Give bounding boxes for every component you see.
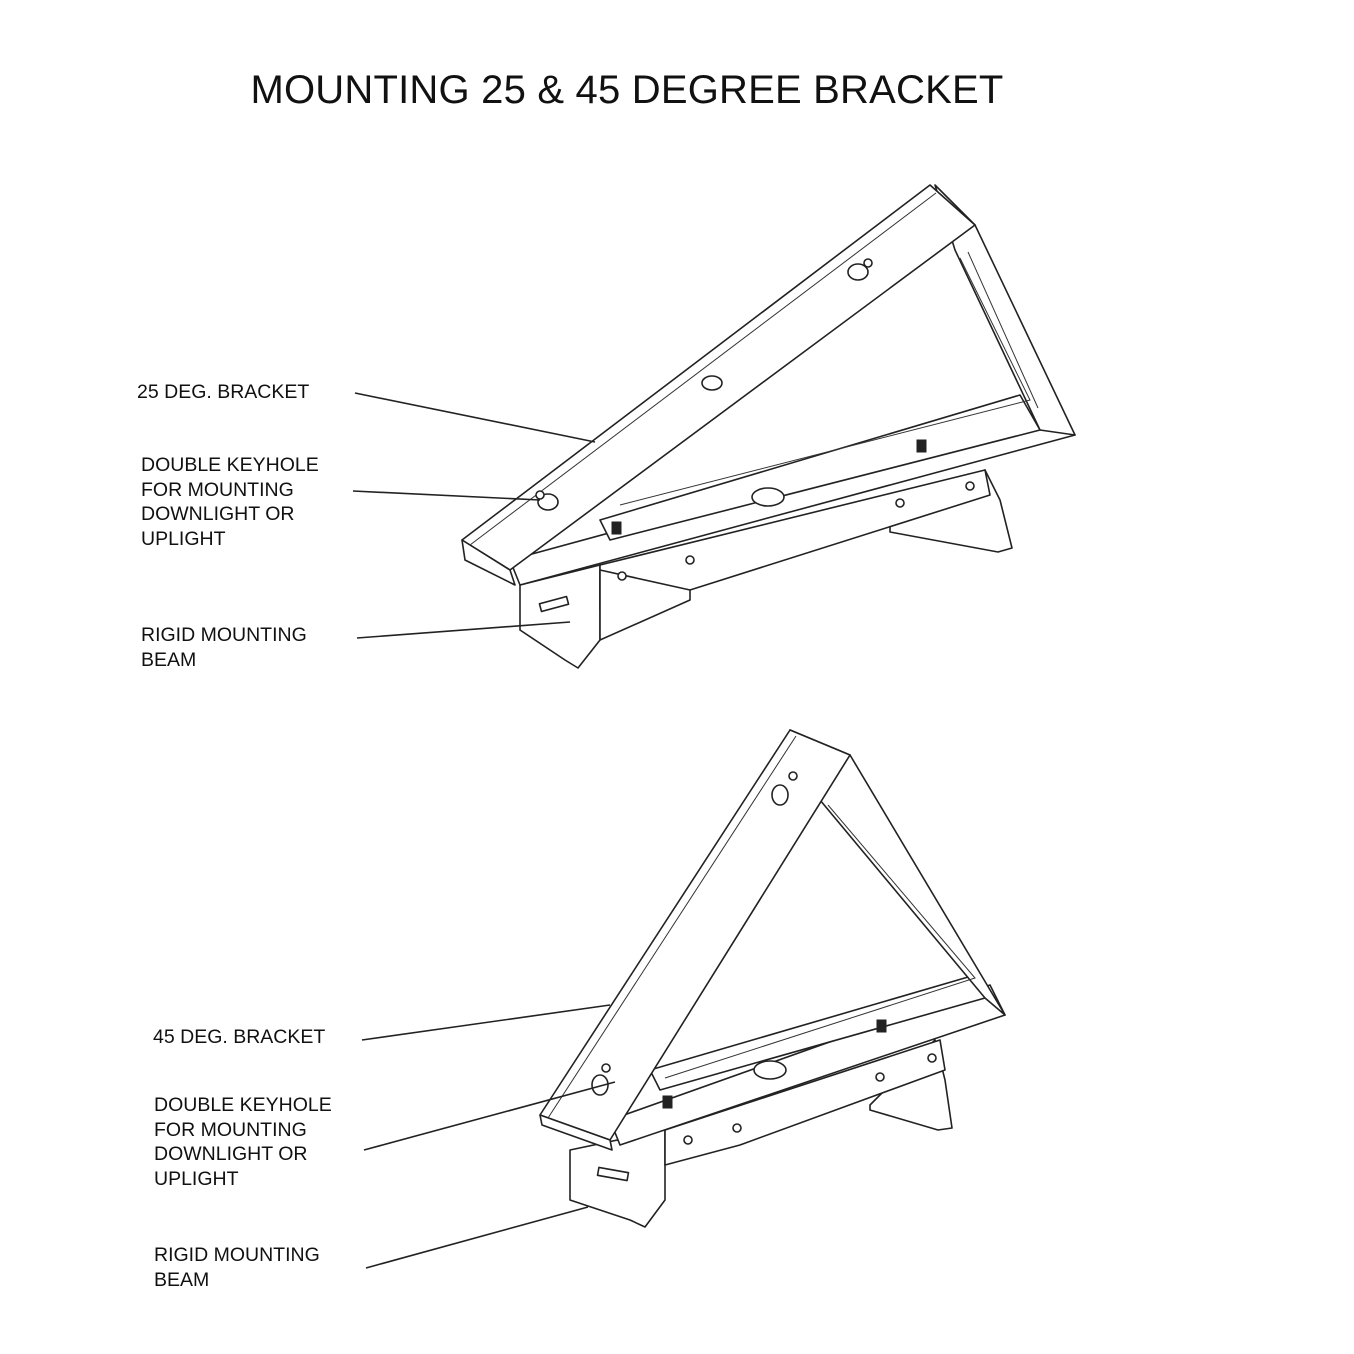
bolt-icon bbox=[611, 521, 622, 535]
label-line: DOUBLE KEYHOLE bbox=[141, 454, 319, 476]
leader-line bbox=[352, 490, 541, 501]
bracket-25-drawing bbox=[461, 184, 1076, 669]
label-45-deg-bracket: 45 DEG. BRACKET bbox=[153, 1026, 326, 1048]
center-hole bbox=[701, 375, 723, 391]
leader-line bbox=[356, 621, 571, 639]
label-25-deg-bracket: 25 DEG. BRACKET bbox=[137, 381, 310, 403]
label-line: BEAM bbox=[141, 648, 197, 671]
label-top-beam: RIGID MOUNTING BEAM bbox=[141, 623, 307, 672]
label-line: BEAM bbox=[154, 1268, 210, 1291]
label-line: FOR MOUNTING bbox=[154, 1118, 307, 1141]
label-line: FOR MOUNTING bbox=[141, 478, 294, 501]
bolt-icon bbox=[662, 1095, 673, 1109]
label-bottom-beam: RIGID MOUNTING BEAM bbox=[154, 1243, 320, 1292]
leader-line bbox=[354, 392, 596, 443]
label-line: UPLIGHT bbox=[141, 527, 226, 550]
beam-side bbox=[599, 569, 691, 641]
leader-line bbox=[363, 1081, 616, 1151]
bolt-icon bbox=[876, 1019, 887, 1033]
label-line: UPLIGHT bbox=[154, 1167, 239, 1190]
label-line: RIGID MOUNTING bbox=[141, 624, 307, 646]
left-beam-end bbox=[539, 1114, 613, 1151]
beam-hole bbox=[751, 487, 785, 507]
leader-line bbox=[365, 1206, 589, 1269]
label-line: RIGID MOUNTING bbox=[154, 1244, 320, 1266]
label-line: DOWNLIGHT OR bbox=[154, 1143, 308, 1165]
bracket-45-drawing bbox=[539, 729, 1006, 1228]
keyhole-icon bbox=[771, 771, 798, 806]
beam-hole bbox=[753, 1060, 787, 1080]
keyhole-icon bbox=[535, 490, 559, 511]
keyhole-icon bbox=[847, 258, 873, 281]
leader-lines bbox=[352, 392, 616, 1269]
leader-line bbox=[361, 1004, 611, 1041]
beam-channel bbox=[664, 1039, 946, 1166]
label-bottom-keyhole: DOUBLE KEYHOLE FOR MOUNTING DOWNLIGHT OR… bbox=[154, 1093, 332, 1191]
label-line: DOUBLE KEYHOLE bbox=[154, 1094, 332, 1116]
label-top-keyhole: DOUBLE KEYHOLE FOR MOUNTING DOWNLIGHT OR… bbox=[141, 453, 319, 551]
keyhole-icon bbox=[591, 1063, 611, 1096]
top-beam-end bbox=[461, 539, 516, 586]
bolt-icon bbox=[916, 439, 927, 453]
diagram-title: MOUNTING 25 & 45 DEGREE BRACKET bbox=[250, 68, 1004, 112]
label-line: DOWNLIGHT OR bbox=[141, 503, 295, 525]
